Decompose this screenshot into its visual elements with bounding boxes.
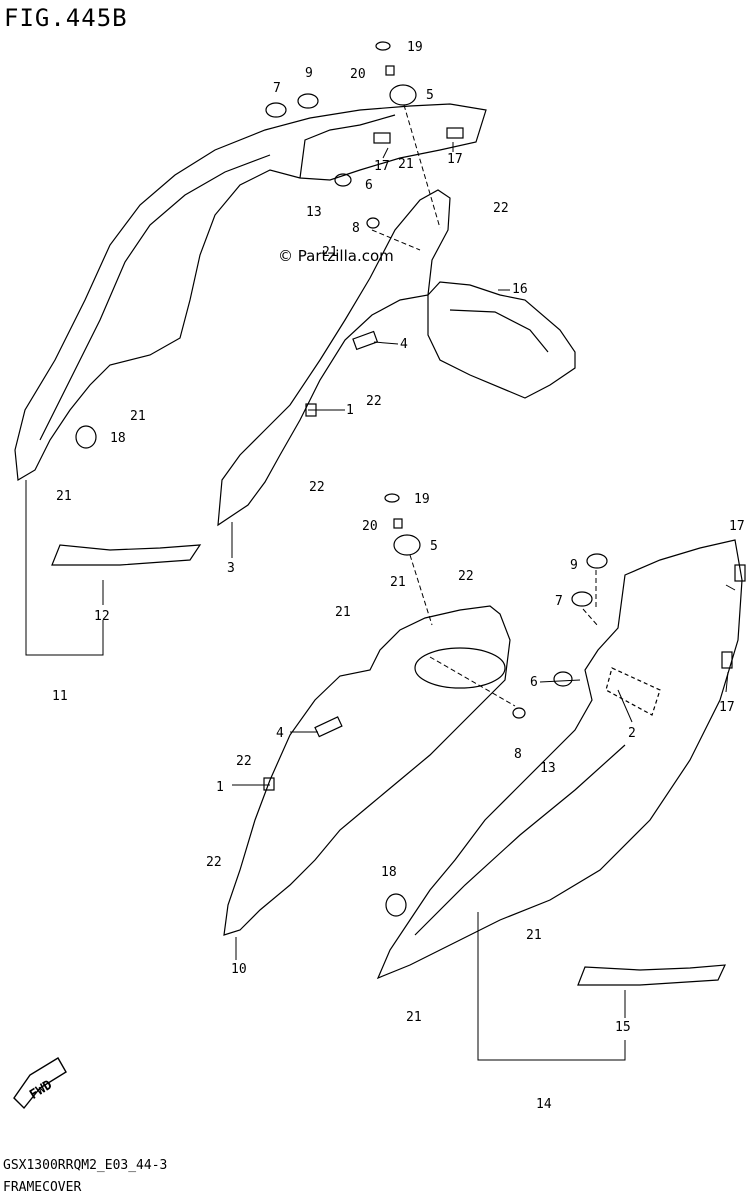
callout: 21 — [335, 605, 351, 620]
part-8a — [366, 217, 380, 229]
cover-14-inner-line — [414, 744, 626, 936]
callout: 11 — [52, 689, 68, 704]
callout: 22 — [493, 201, 509, 216]
part-18a — [75, 425, 97, 449]
callout: 21 — [130, 409, 146, 424]
callout: 7 — [555, 594, 563, 609]
part-9a — [297, 93, 319, 109]
part-20a — [385, 65, 395, 76]
part-19a — [375, 41, 391, 51]
part-1b — [263, 777, 275, 791]
callout: 2 — [628, 726, 636, 741]
panel-3-outline — [217, 189, 451, 527]
part-6b — [553, 671, 573, 687]
callout: 20 — [362, 519, 378, 534]
part-4a — [352, 330, 379, 351]
callout: 6 — [365, 178, 373, 193]
callout: 9 — [570, 558, 578, 573]
callout: 21 — [390, 575, 406, 590]
figure-title: FIG.445B — [4, 4, 128, 32]
watermark: © Partzilla.com — [278, 247, 394, 265]
callout: 17 — [374, 159, 390, 174]
part-20b — [393, 518, 403, 529]
callout: 1 — [346, 403, 354, 418]
part-4b — [314, 716, 343, 738]
callout: 13 — [540, 761, 556, 776]
callout: 14 — [536, 1097, 552, 1112]
part-5a — [389, 84, 417, 106]
callout: 4 — [400, 337, 408, 352]
fwd-arrow-icon: FWD — [13, 1057, 67, 1110]
part-5b — [393, 534, 421, 556]
diagram-code: GSX1300RRQM2_E03_44-3 — [3, 1158, 168, 1173]
callout: 21 — [406, 1010, 422, 1025]
panel-10-outline — [223, 605, 511, 936]
diagram-name: FRAMECOVER — [3, 1180, 82, 1195]
callout: 19 — [407, 40, 423, 55]
callout: 22 — [366, 394, 382, 409]
callout: 17 — [719, 700, 735, 715]
callout: 21 — [322, 245, 338, 260]
part-7a — [265, 102, 287, 118]
part-17b — [446, 127, 464, 139]
cover-14-outline — [376, 539, 743, 980]
callout: 22 — [458, 569, 474, 584]
callout: 8 — [352, 221, 360, 236]
callout: 3 — [227, 561, 235, 576]
panel-16-inner — [449, 309, 549, 353]
part-2 — [605, 667, 661, 716]
decal-12 — [51, 544, 202, 566]
callout: 21 — [56, 489, 72, 504]
callout: 15 — [615, 1020, 631, 1035]
part-17d — [721, 651, 733, 669]
callout: 21 — [526, 928, 542, 943]
panel-16-outline — [427, 281, 576, 399]
callout: 9 — [305, 66, 313, 81]
callout: 5 — [426, 88, 434, 103]
bracket-14 — [477, 912, 626, 1061]
cover-11-inner-line — [39, 154, 271, 441]
part-17c — [734, 564, 746, 582]
callout: 21 — [398, 157, 414, 172]
part-9b — [586, 553, 608, 569]
callout: 6 — [530, 675, 538, 690]
part-19b — [384, 493, 400, 503]
callout: 22 — [236, 754, 252, 769]
callout: 17 — [729, 519, 745, 534]
callout: 4 — [276, 726, 284, 741]
bracket-11 — [25, 480, 104, 656]
callout: 20 — [350, 67, 366, 82]
panel-10-recess — [414, 647, 506, 689]
decal-15 — [577, 964, 726, 986]
callout: 10 — [231, 962, 247, 977]
callout: 7 — [273, 81, 281, 96]
callout: 18 — [381, 865, 397, 880]
part-6a — [334, 173, 352, 187]
part-7b — [571, 591, 593, 607]
callout: 13 — [306, 205, 322, 220]
callout: 1 — [216, 780, 224, 795]
cover-11-outline — [14, 103, 487, 481]
callout: 5 — [430, 539, 438, 554]
cover-11-rear-fold — [299, 114, 396, 179]
part-17a — [373, 132, 391, 144]
part-8b — [512, 707, 526, 719]
callout: 19 — [414, 492, 430, 507]
callout: 8 — [514, 747, 522, 762]
callout: 12 — [94, 609, 110, 624]
callout: 22 — [206, 855, 222, 870]
callout: 18 — [110, 431, 126, 446]
callout: 22 — [309, 480, 325, 495]
part-18b — [385, 893, 407, 917]
callout: 16 — [512, 282, 528, 297]
callout: 17 — [447, 152, 463, 167]
